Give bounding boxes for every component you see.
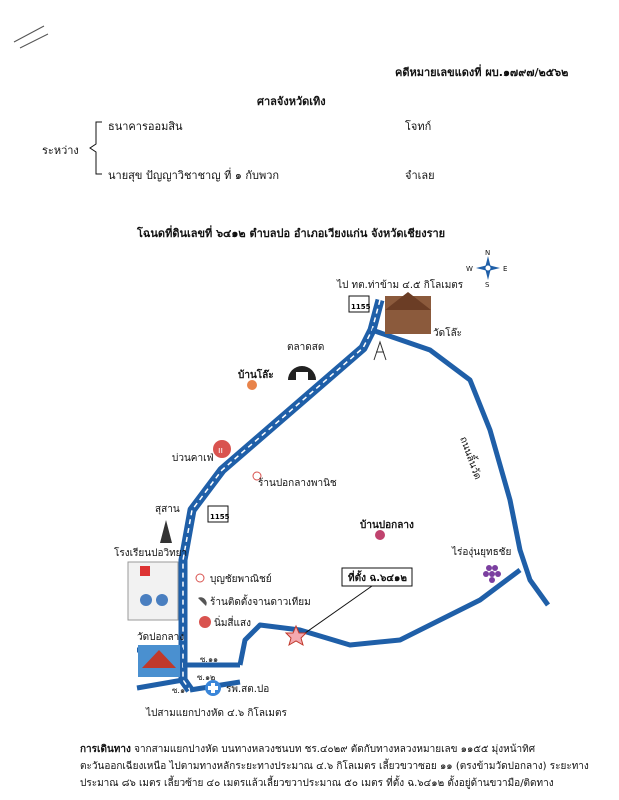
soi-1-label: ซ.๑	[172, 686, 185, 695]
soi-11-label: ซ.๑๑	[200, 655, 218, 664]
compass-n: N	[485, 249, 490, 257]
pen-mark	[13, 25, 49, 49]
directions-label: การเดินทาง	[80, 744, 131, 755]
shop-icon	[252, 471, 262, 481]
directions-line2: ตะวันออกเฉียงเหนือ ไปตามทางหลักระยะทางปร…	[80, 761, 589, 772]
site-box	[341, 567, 413, 587]
court-name: ศาลจังหวัดเทิง	[257, 95, 326, 108]
shop-pakklang-label: ร้านปอกลางพานิช	[258, 477, 337, 489]
hospital-icon	[205, 680, 221, 696]
location-map: N E S W ไป ทต.ท่าข้าม ๔.๕ กิโลเมตร 1155 …	[114, 249, 551, 719]
plaintiff-name: ธนาคารออมสิน	[108, 120, 183, 133]
route-shield-mid: 1155	[207, 505, 230, 523]
compass-icon	[476, 256, 500, 280]
ban-pakklang-label: บ้านปอกลาง	[360, 519, 414, 531]
compass-e: E	[503, 265, 507, 273]
hospital-label: รพ.สต.ปอ	[226, 684, 269, 695]
wat-pakklang-icon	[138, 645, 180, 677]
plaintiff-role: โจทก์	[405, 120, 432, 133]
svg-text:ıı: ıı	[218, 446, 223, 456]
svg-text:1155: 1155	[351, 303, 371, 311]
between-label: ระหว่าง	[42, 144, 79, 157]
compass-w: W	[466, 265, 473, 273]
ban-lo-label: บ้านโล๊ะ	[238, 368, 274, 381]
case-number: คดีหมายเลขแดงที่ ผบ.๑๗๙๗/๒๕๖๒	[395, 66, 569, 79]
wat-pakklang-label: วัดปอกลาง	[137, 632, 184, 643]
soi-12-label: ซ.๑๒	[197, 673, 215, 682]
site-star-icon	[284, 624, 308, 647]
compass-s: S	[485, 281, 490, 289]
grape-farm-label: ไร่องุ่นยุทธชัย	[451, 546, 511, 558]
road-bottom-label: ไปสามแยกปางหัด ๔.๖ กิโลเมตร	[145, 706, 287, 719]
site-label: ที่ตั้ง ฉ.๖๔๑๒	[348, 570, 407, 584]
road-top-label: ไป ทต.ท่าข้าม ๔.๕ กิโลเมตร	[336, 278, 464, 291]
directions-line1: การเดินทาง จากสามแยกปางหัด บนทางหลวงชนบท…	[80, 744, 536, 755]
school-label: โรงเรียนปอวิทยา	[114, 546, 187, 559]
tower-icon	[373, 340, 387, 361]
ban-pakklang-pin	[375, 530, 385, 540]
ban-lo-pin	[247, 380, 257, 390]
directions-line3: ประมาณ ๘๖ เมตร เลี้ยวซ้าย ๔๐ เมตรแล้วเลี…	[80, 778, 554, 789]
market-label: ตลาดสด	[287, 342, 324, 353]
satellite-icon	[198, 597, 207, 606]
satellite-shop-label: ร้านติดตั้งจานดาวเทียม	[210, 594, 311, 608]
school-icon	[127, 561, 179, 621]
nimsisang-icon	[199, 616, 211, 628]
boonchai-label: บุญชัยพาณิชย์	[210, 573, 272, 585]
wat-lo-label: วัดโล๊ะ	[433, 326, 462, 339]
grape-icon	[483, 565, 501, 583]
wat-lo-temple-icon	[385, 292, 431, 334]
loop-road	[237, 327, 551, 666]
highway-centerline	[182, 299, 381, 691]
defendant-name: นายสุข ปัญญาวิชาชาญ ที่ ๑ กับพวก	[108, 169, 280, 182]
nimsisang-label: นิ่มสี่แสง	[214, 615, 251, 629]
road-kamphet-label: ถนนลิ้นวัด	[457, 434, 485, 481]
svg-text:1155: 1155	[210, 513, 230, 521]
cafe-icon	[213, 440, 231, 458]
cemetery-label: สุสาน	[155, 504, 180, 515]
map-title: โฉนดที่ดินเลขที่ ๖๔๑๒ ตำบลปอ อำเภอเวียงแ…	[137, 227, 446, 240]
cemetery-icon	[160, 520, 172, 543]
cafe-label: บ่วนคาเฟ่	[172, 453, 214, 464]
site-pointer	[297, 585, 373, 639]
defendant-role: จำเลย	[405, 169, 435, 182]
boonchai-icon	[195, 573, 205, 583]
route-shield-top: 1155	[348, 295, 371, 313]
brace	[89, 121, 102, 175]
